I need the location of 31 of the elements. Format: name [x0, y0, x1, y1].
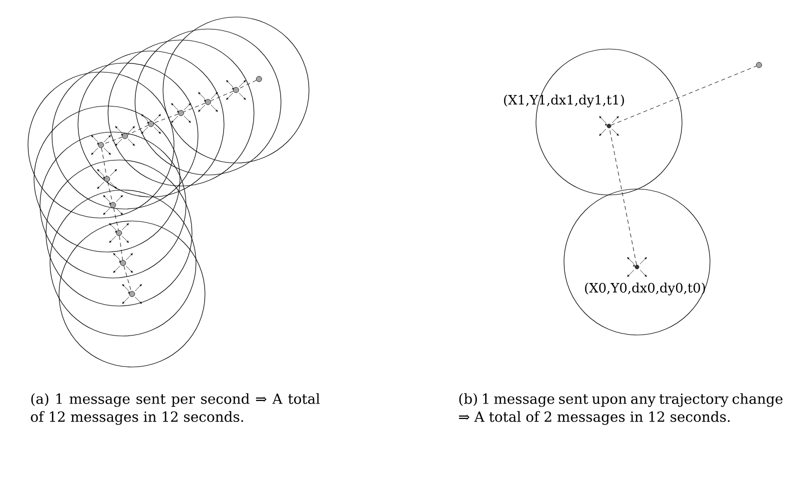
position-marker-drawing	[103, 195, 123, 215]
trajectory-line	[124, 266, 132, 292]
position-marker-drawing	[113, 253, 133, 273]
position-marker-drawing	[599, 116, 619, 136]
trajectory-line	[238, 80, 257, 89]
position-marker-drawing	[109, 223, 129, 243]
position-marker-drawing	[122, 284, 142, 304]
trajectory-line	[107, 182, 113, 202]
position-marker-drawing	[97, 169, 117, 189]
position-marker-drawing	[91, 135, 111, 155]
trajectory-line	[113, 208, 119, 230]
trajectory-line	[154, 114, 178, 124]
subfigure-caption: (b) 1 message sent upon any trajectory change ⇒ A total of 2 messages in 12 seconds.	[459, 393, 782, 425]
trajectory-line	[127, 124, 149, 135]
trajectory-line	[104, 136, 122, 144]
trajectory-line	[101, 148, 107, 176]
trajectory-line	[184, 102, 206, 112]
position-marker-drawing	[256, 76, 262, 82]
subfigure-caption: (a) 1 message sent per second ⇒ A total of 12 messages in 12 seconds.	[30, 393, 320, 425]
trajectory-line	[610, 66, 757, 126]
position-marker-drawing	[141, 114, 161, 134]
position-marker-drawing	[627, 257, 647, 277]
position-marker-drawing	[171, 103, 191, 123]
position-marker-drawing	[198, 92, 218, 112]
trajectory-line	[119, 236, 123, 260]
position-marker-drawing	[756, 62, 762, 68]
trajectory-line	[609, 128, 637, 266]
position-marker-drawing	[226, 80, 246, 100]
position-marker-drawing	[115, 126, 135, 146]
trajectory-line	[210, 90, 234, 102]
state-label: (X0,Y0,dx0,dy0,t0)	[585, 282, 705, 296]
